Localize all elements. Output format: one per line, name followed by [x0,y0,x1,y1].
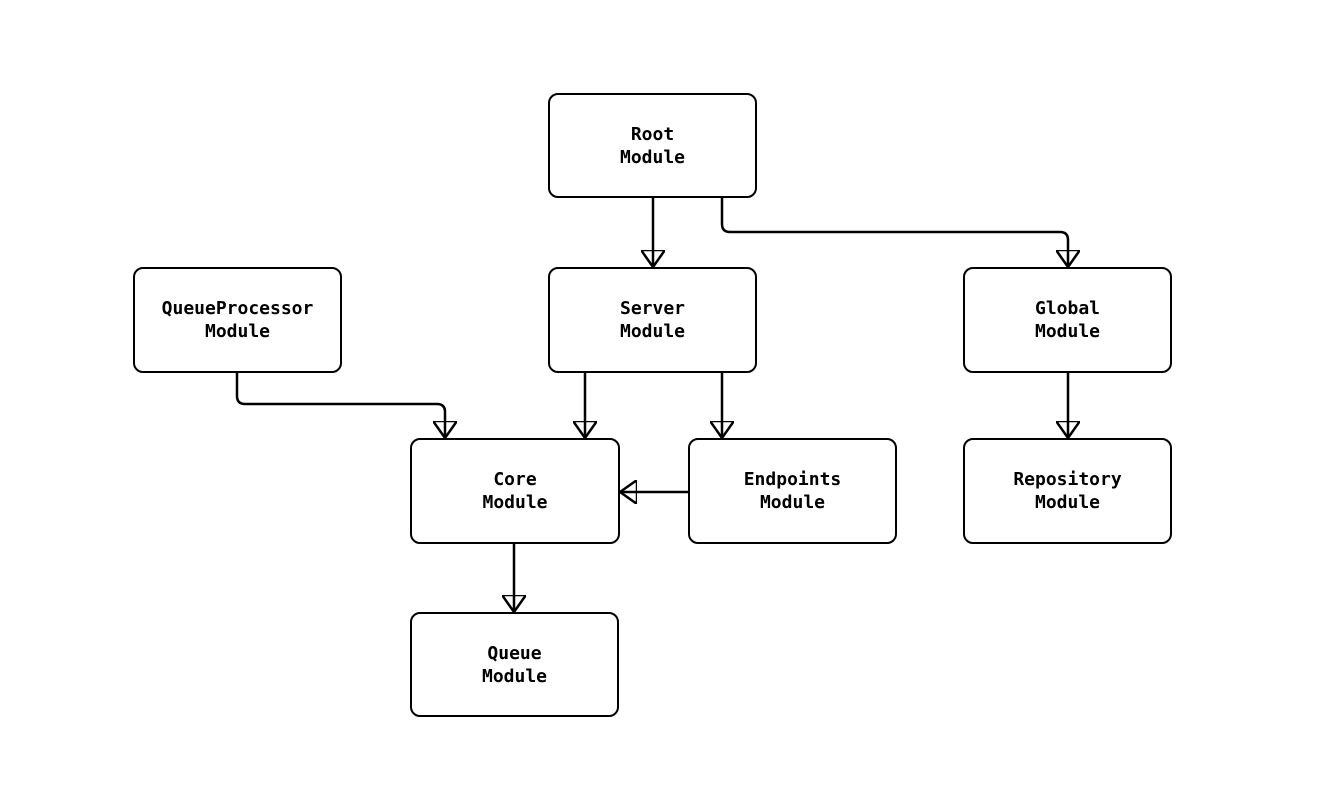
node-server-module: Server Module [548,267,757,373]
node-queueprocessor-module: QueueProcessor Module [133,267,342,373]
node-global-module: Global Module [963,267,1172,373]
node-queue-module: Queue Module [410,612,619,717]
edge-root-to-global [720,198,1068,267]
node-endpoints-module: Endpoints Module [688,438,897,544]
node-root-module: Root Module [548,93,757,198]
edge-queueprocessor-to-core [235,373,445,438]
node-core-module: Core Module [410,438,620,544]
node-repository-module: Repository Module [963,438,1172,544]
